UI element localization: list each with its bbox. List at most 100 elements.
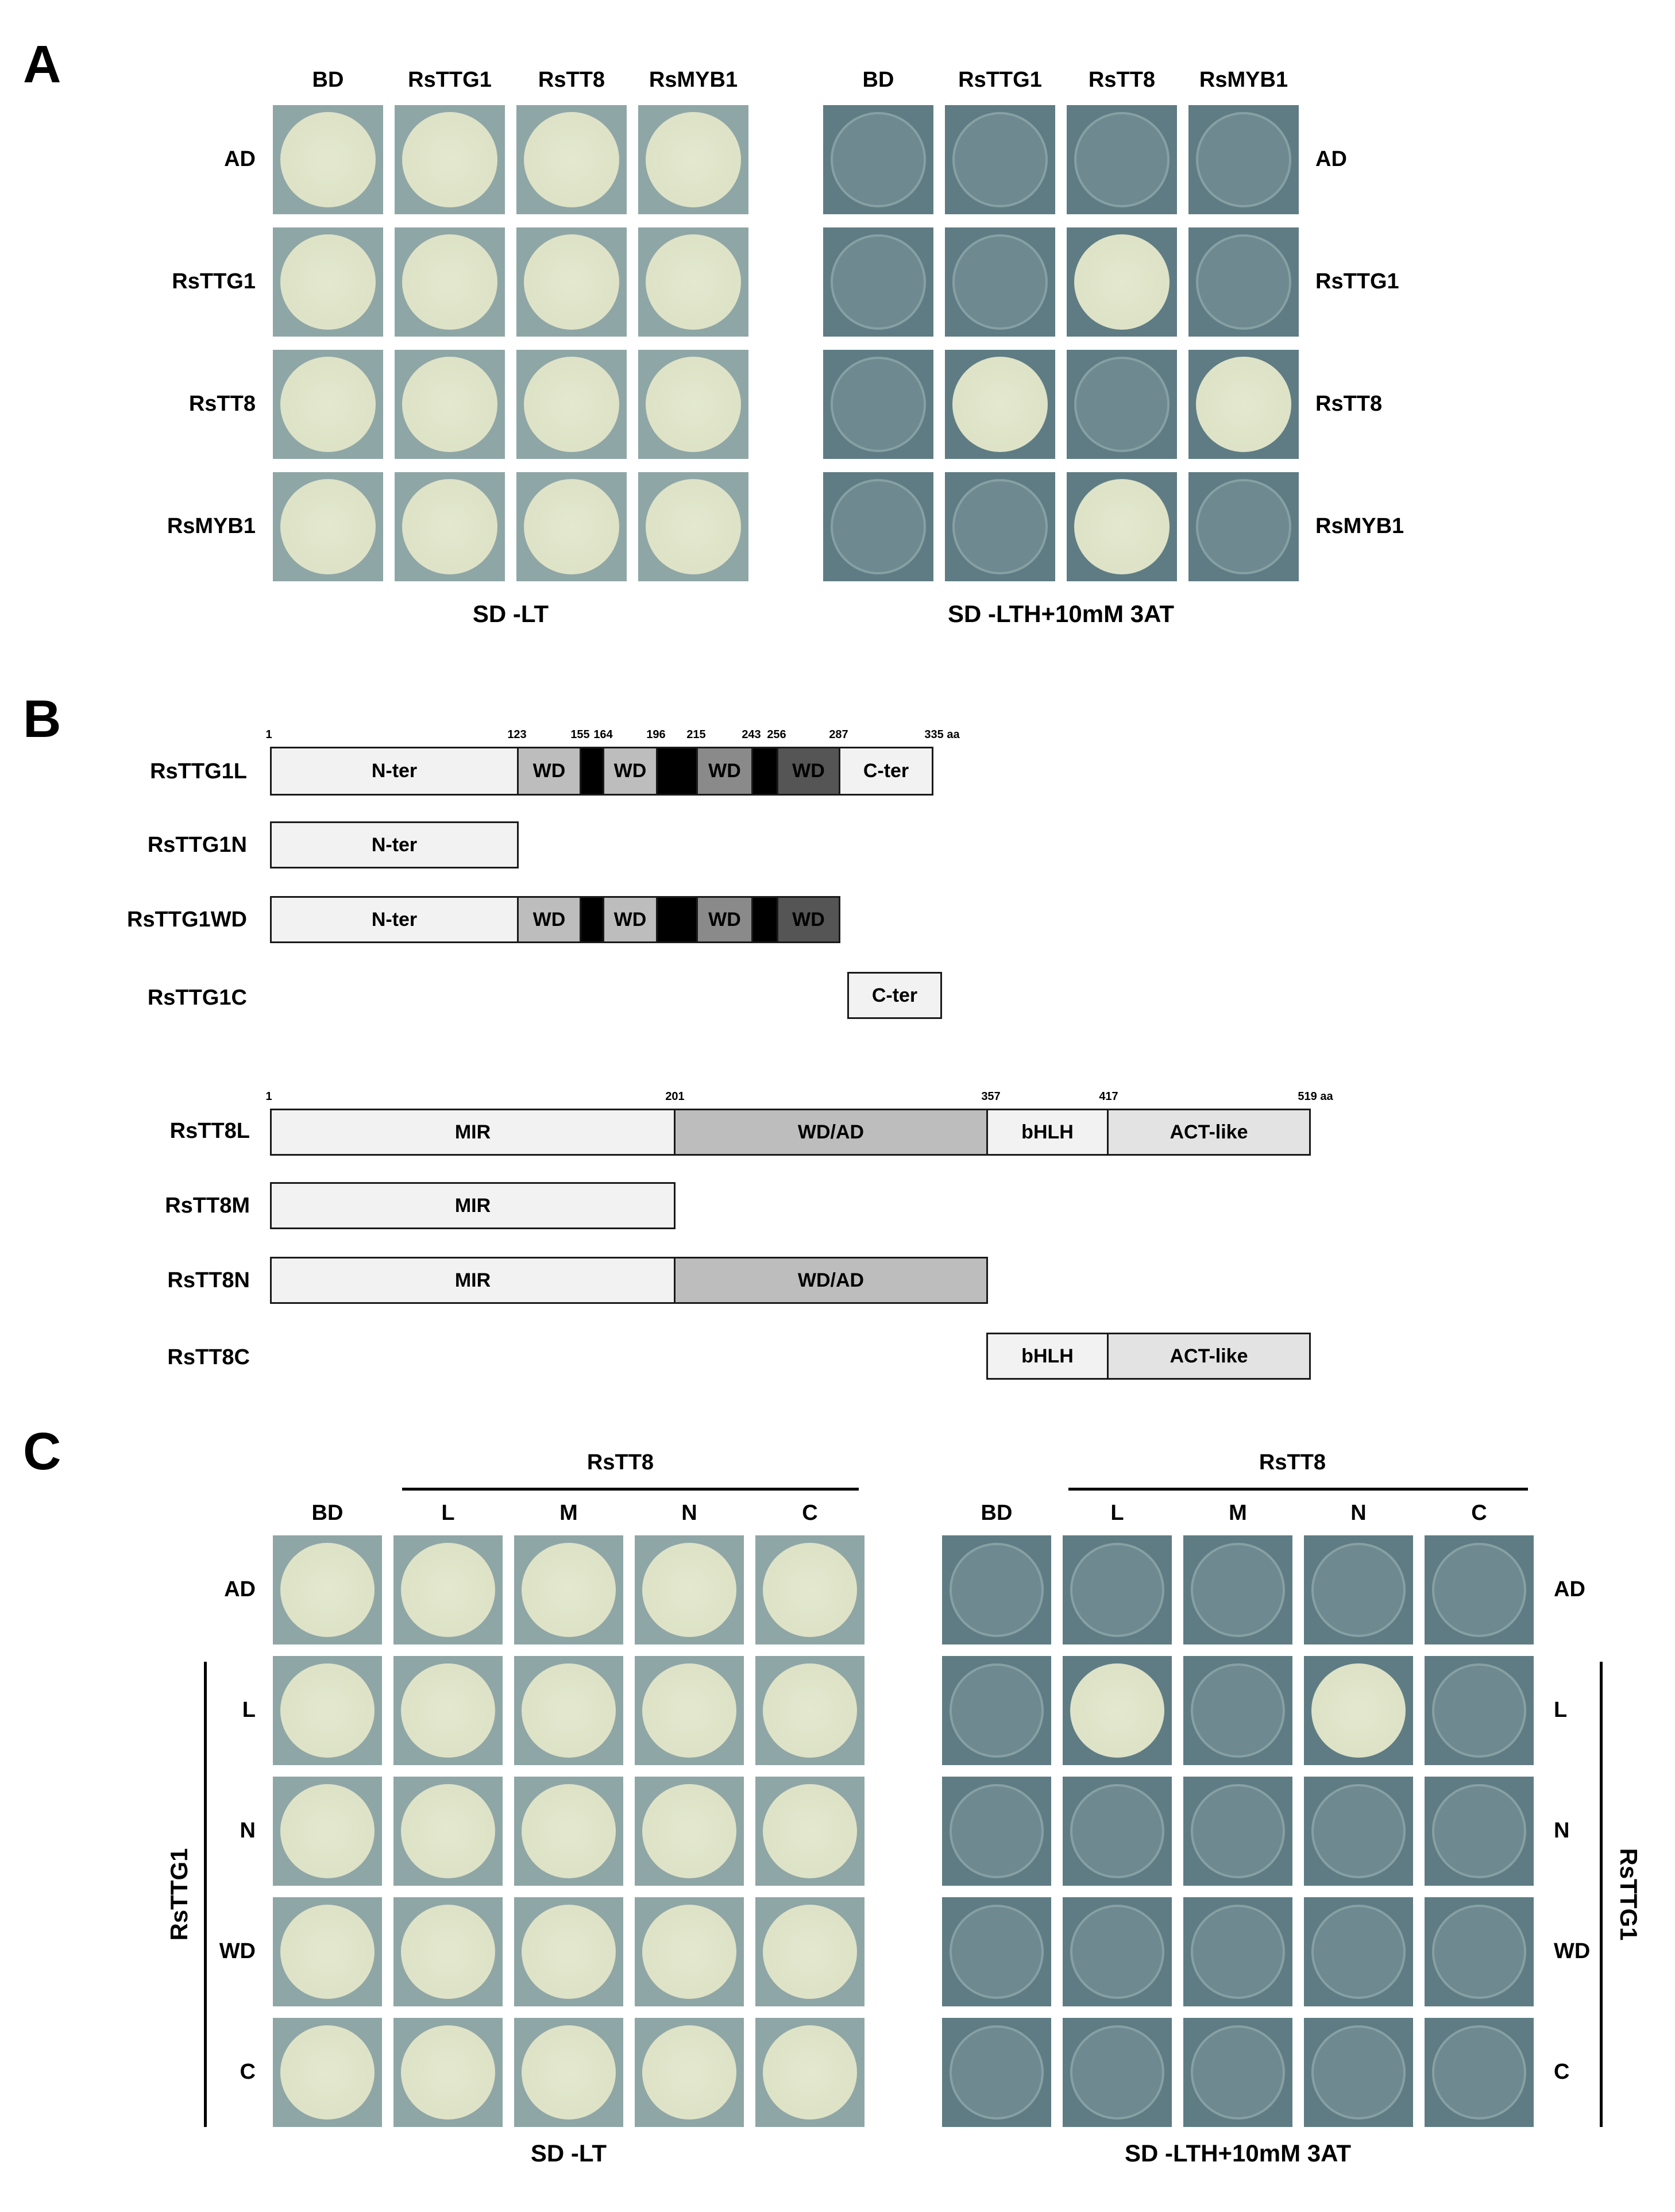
panel-c-left-plate-wd-x-c xyxy=(755,1897,864,2006)
panel-c-right-plate-ad-x-n xyxy=(1304,1535,1413,1644)
ttg1-tick-256: 256 xyxy=(767,728,786,741)
panel-c-right-plate-n-x-bd xyxy=(942,1777,1051,1886)
yeast-colony xyxy=(952,357,1048,452)
panel-c-right-plate-c-x-l xyxy=(1063,2018,1172,2127)
ttg1-tick-243: 243 xyxy=(742,728,761,741)
panel-c-right-plate-wd-x-m xyxy=(1183,1897,1292,2006)
yeast-colony xyxy=(280,1663,375,1758)
panel-c-left-plate-ad-x-bd xyxy=(273,1535,382,1644)
panel-a-left-col-header-bd: BD xyxy=(312,68,344,92)
panel-c-left-plate-c-x-n xyxy=(635,2018,744,2127)
panel-a-right-plate-rsmyb1-x-rstt8 xyxy=(1067,472,1177,581)
panel-c-right-plate-n-x-n xyxy=(1304,1777,1413,1886)
no-growth-spot xyxy=(1311,1543,1406,1637)
panel-c-left-col-header-m: M xyxy=(559,1501,578,1525)
panel-a-left-plate-rsmyb1-x-rstt8 xyxy=(516,472,627,581)
yeast-colony xyxy=(280,2025,375,2120)
panel-c-left-plate-c-x-l xyxy=(393,2018,503,2127)
no-growth-spot xyxy=(952,479,1048,574)
yeast-colony xyxy=(646,479,741,574)
domain-act-like: ACT-like xyxy=(1107,1333,1311,1380)
ttg1-tick-215: 215 xyxy=(686,728,706,741)
panel-c-left-plate-ad-x-c xyxy=(755,1535,864,1644)
ttg1-tick-1: 1 xyxy=(265,728,272,741)
panel-c-right-plate-ad-x-m xyxy=(1183,1535,1292,1644)
panel-c-right-col-header-n: N xyxy=(1350,1501,1367,1525)
domain-bhlh: bHLH xyxy=(986,1333,1109,1380)
yeast-colony xyxy=(524,234,619,330)
panel-a-left-plate-rsmyb1-x-bd xyxy=(273,472,383,581)
panel-a-right-plate-rsmyb1-x-bd xyxy=(823,472,933,581)
panel-a-right-plate-ad-x-bd xyxy=(823,105,933,214)
panel-a-right-plate-rstt8-x-rsmyb1 xyxy=(1188,350,1299,459)
panel-c-left-plate-l-x-m xyxy=(514,1656,623,1765)
panel-c-left-row-label-l: L xyxy=(242,1698,256,1722)
panel-c-letter: C xyxy=(23,1422,61,1481)
panel-c-left-row-label-ad: AD xyxy=(224,1577,256,1601)
no-growth-spot xyxy=(950,1784,1044,1878)
panel-c-left-col-header-c: C xyxy=(802,1501,818,1525)
panel-c-left-plate-wd-x-n xyxy=(635,1897,744,2006)
panel-a-right-plate-rstt8-x-rstt8 xyxy=(1067,350,1177,459)
domain-linker xyxy=(656,747,698,796)
yeast-colony xyxy=(522,1784,616,1878)
panel-c-right-col-header-l: L xyxy=(1110,1501,1124,1525)
no-growth-spot xyxy=(1311,1905,1406,1999)
panel-a-right-plate-rsttg1-x-rsttg1 xyxy=(945,227,1055,337)
panel-c-right-plate-wd-x-n xyxy=(1304,1897,1413,2006)
rsttg1-bracket-left xyxy=(204,1662,207,2127)
domain-linker xyxy=(580,747,604,796)
yeast-colony xyxy=(524,357,619,452)
panel-c-left-plate-n-x-bd xyxy=(273,1777,382,1886)
panel-c-left-row-label-n: N xyxy=(240,1819,256,1843)
panel-c-right-plate-wd-x-c xyxy=(1425,1897,1534,2006)
panel-c-left-plate-c-x-m xyxy=(514,2018,623,2127)
domain-linker xyxy=(580,896,604,943)
domain-wd: WD xyxy=(603,896,658,943)
panel-c-right-plate-c-x-bd xyxy=(942,2018,1051,2127)
construct-label-rstt8n: RsTT8N xyxy=(167,1268,250,1292)
yeast-colony xyxy=(642,1905,736,1999)
panel-a-left-plate-rstt8-x-bd xyxy=(273,350,383,459)
panel-a-right-col-header-rsmyb1: RsMYB1 xyxy=(1199,68,1288,92)
domain-wd: WD xyxy=(517,896,581,943)
tt8-tick-357: 357 xyxy=(981,1090,1001,1103)
no-growth-spot xyxy=(1074,112,1170,207)
rsttg1-bracket-right xyxy=(1600,1662,1603,2127)
domain-mir: MIR xyxy=(270,1182,676,1229)
yeast-colony xyxy=(763,1784,857,1878)
domain-wd: WD xyxy=(696,896,753,943)
domain-wd: WD xyxy=(696,747,753,796)
panel-a-left-plate-rsttg1-x-rstt8 xyxy=(516,227,627,337)
panel-c-left-plate-c-x-bd xyxy=(273,2018,382,2127)
panel-a-left-row-label-rsttg1: RsTTG1 xyxy=(172,269,256,294)
yeast-colony xyxy=(401,1663,495,1758)
yeast-colony xyxy=(1074,479,1170,574)
yeast-colony xyxy=(522,1543,616,1637)
no-growth-spot xyxy=(1191,1784,1285,1878)
yeast-colony xyxy=(646,112,741,207)
no-growth-spot xyxy=(1432,1905,1526,1999)
no-growth-spot xyxy=(831,357,926,452)
yeast-colony xyxy=(524,112,619,207)
domain-mir: MIR xyxy=(270,1257,676,1304)
yeast-colony xyxy=(401,1543,495,1637)
ttg1-tick-164: 164 xyxy=(593,728,613,741)
no-growth-spot xyxy=(831,112,926,207)
panel-a-left-col-header-rstt8: RsTT8 xyxy=(538,68,605,92)
panel-c-right-col-header-bd: BD xyxy=(981,1501,1013,1525)
panel-c-left-row-label-wd: WD xyxy=(219,1939,256,1963)
panel-a-right-plate-rsttg1-x-rstt8 xyxy=(1067,227,1177,337)
panel-a-right-row-label-rsmyb1: RsMYB1 xyxy=(1315,514,1404,538)
panel-a-right-col-header-rsttg1: RsTTG1 xyxy=(958,68,1042,92)
panel-a-right-plate-ad-x-rsttg1 xyxy=(945,105,1055,214)
rstt8-group-label-left: RsTT8 xyxy=(586,1450,654,1474)
panel-c-right-plate-c-x-c xyxy=(1425,2018,1534,2127)
yeast-colony xyxy=(401,1905,495,1999)
construct-label-rstt8c: RsTT8C xyxy=(167,1345,250,1369)
panel-c-left-plate-l-x-n xyxy=(635,1656,744,1765)
tt8-tick-417: 417 xyxy=(1099,1090,1118,1103)
panel-b-letter: B xyxy=(23,690,61,748)
panel-a-right-plate-rsmyb1-x-rsttg1 xyxy=(945,472,1055,581)
panel-c-right-row-label-n: N xyxy=(1554,1819,1570,1843)
